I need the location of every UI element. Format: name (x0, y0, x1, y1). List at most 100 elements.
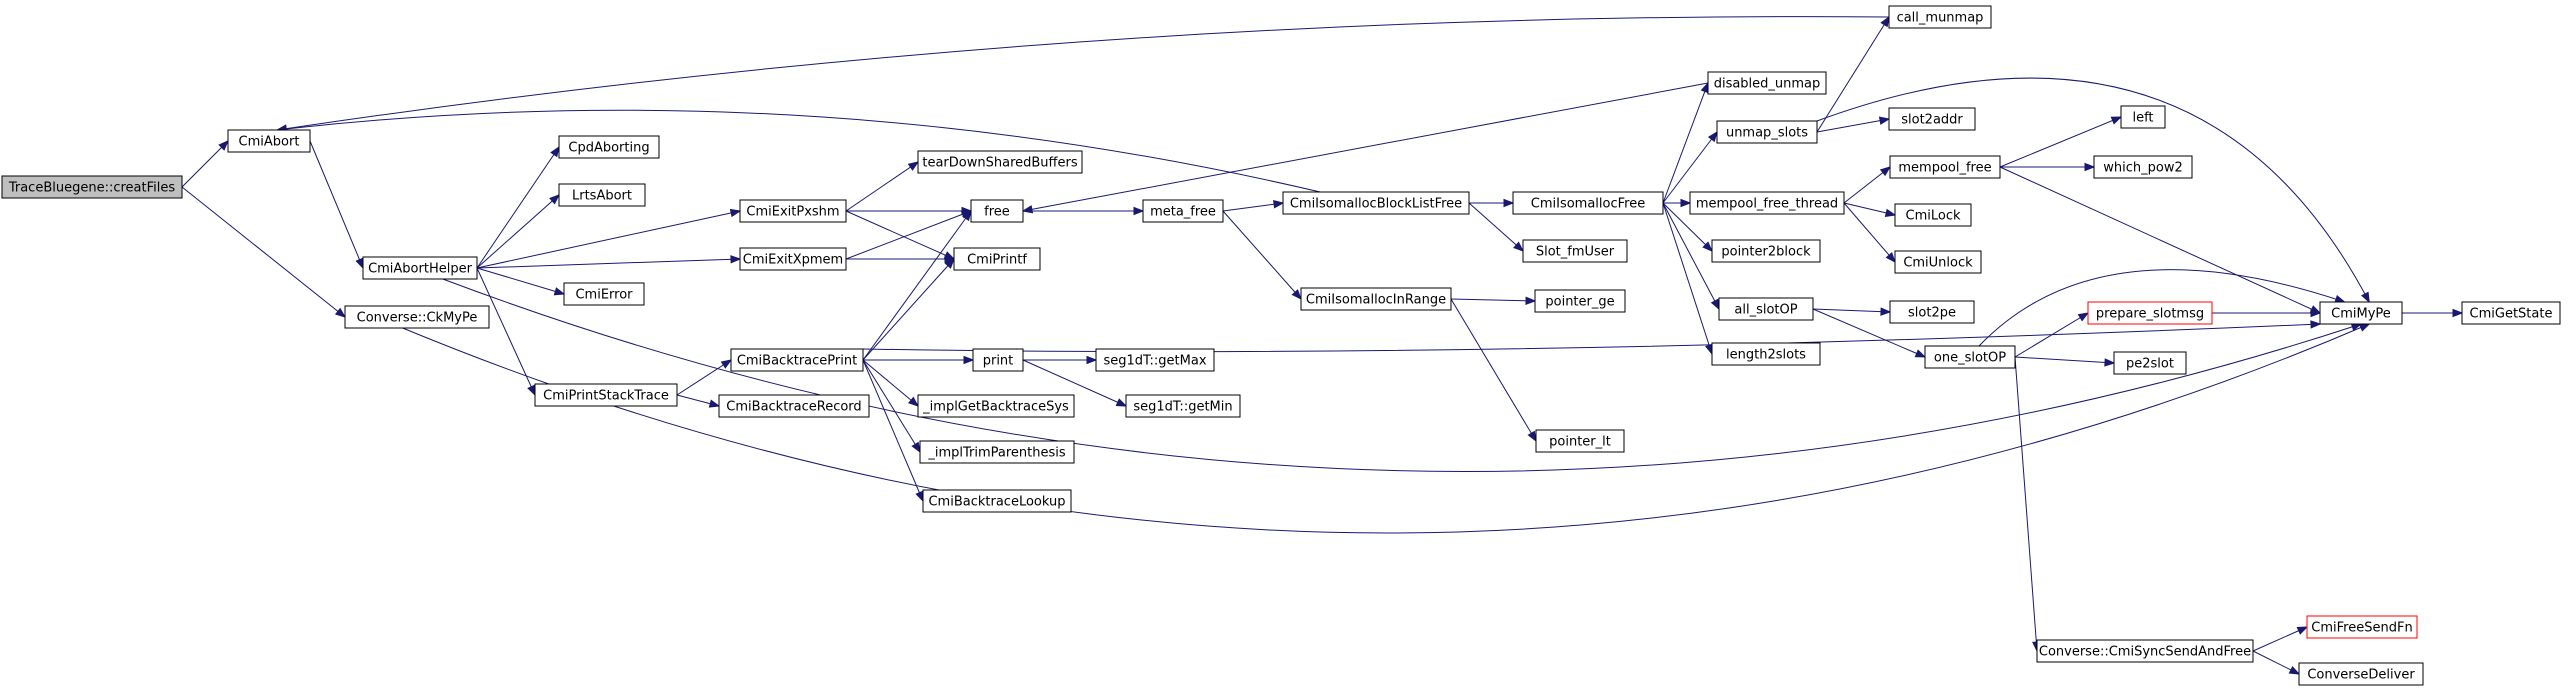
edge-line (862, 323, 2321, 353)
node-pointerlt[interactable]: pointer_lt (1535, 429, 1625, 453)
edge-arrowhead (2310, 320, 2322, 329)
node-callmunmap[interactable]: call_munmap (1888, 5, 1992, 29)
node-root[interactable]: TraceBluegene::creatFiles (1, 175, 183, 199)
node-label: Slot_fmUser (1536, 245, 1615, 260)
node-free[interactable]: free (970, 199, 1024, 223)
node-ckmype[interactable]: Converse::CkMyPe (344, 305, 490, 329)
edge-arrowhead (708, 399, 721, 408)
edge-arrowhead (2358, 323, 2371, 332)
node-box (558, 135, 660, 159)
node-pointer2block[interactable]: pointer2block (1711, 239, 1821, 263)
node-label: which_pow2 (2103, 161, 2182, 176)
call-edges (181, 15, 2464, 675)
node-cmigetstate[interactable]: CmiGetState (2461, 301, 2561, 325)
edge-line (1816, 118, 1890, 133)
node-unmapslots[interactable]: unmap_slots (1716, 120, 1818, 144)
edge-arrowhead (1707, 130, 1718, 143)
edge-arrowhead (911, 441, 921, 454)
edge-line (862, 258, 955, 361)
node-inrange[interactable]: CmiIsomallocInRange (1300, 287, 1452, 311)
node-pe2slot[interactable]: pe2slot (2113, 351, 2187, 375)
node-box (2093, 155, 2193, 179)
edge-cmimype-cmigetstate (2402, 308, 2464, 318)
node-isomallocfree[interactable]: CmiIsomallocFree (1512, 191, 1664, 215)
edge-arrowhead (2084, 162, 2096, 172)
node-cmiunlock[interactable]: CmiUnlock (1894, 250, 1982, 274)
node-label: CmiPrintStackTrace (543, 389, 669, 404)
node-cpdaborting[interactable]: CpdAborting (558, 135, 660, 159)
node-box (1689, 191, 1845, 215)
node-label: disabled_unmap (1714, 77, 1821, 92)
edge-free-metafree (1022, 206, 1145, 216)
node-metafree[interactable]: meta_free (1142, 199, 1224, 223)
node-label: unmap_slots (1726, 126, 1808, 141)
node-whichpow2[interactable]: which_pow2 (2093, 155, 2193, 179)
edge-arrowhead (1884, 208, 1897, 217)
node-cmiexitxpmem[interactable]: CmiExitXpmem (739, 247, 847, 271)
node-slotfmuser[interactable]: Slot_fmUser (1522, 239, 1628, 263)
node-cmierror[interactable]: CmiError (563, 282, 645, 306)
node-box (953, 247, 1041, 271)
node-left[interactable]: left (2120, 105, 2166, 129)
node-box (1282, 191, 1470, 215)
node-label: CmiMyPe (2331, 307, 2391, 322)
edge-cmiaborthelper-cmiexitxpmem (476, 255, 742, 269)
node-slot2pe[interactable]: slot2pe (1889, 300, 1975, 324)
node-box (1894, 203, 1972, 227)
node-cmilock[interactable]: CmiLock (1894, 203, 1972, 227)
node-cmibacktracerecord[interactable]: CmiBacktraceRecord (718, 394, 870, 418)
node-freesendfn[interactable]: CmiFreeSendFn (2306, 615, 2418, 639)
node-cmiabort[interactable]: CmiAbort (227, 129, 311, 153)
edge-line (862, 210, 972, 361)
node-blocklistfree[interactable]: CmiIsomallocBlockListFree (1282, 191, 1470, 215)
node-length2slots[interactable]: length2slots (1711, 342, 1821, 366)
node-slot2addr[interactable]: slot2addr (1888, 107, 1976, 131)
node-cmiprintf[interactable]: CmiPrintf (953, 247, 1041, 271)
node-box (2120, 105, 2166, 129)
edge-line (1999, 116, 2122, 168)
node-mempoolfree[interactable]: mempool_free (1889, 155, 2001, 179)
edge-arrowhead (1879, 166, 1892, 177)
node-label: CmiLock (1906, 209, 1961, 224)
node-syncsendandfree[interactable]: Converse::CmiSyncSendAndFree (2036, 639, 2254, 663)
node-teardown[interactable]: tearDownSharedBuffers (917, 150, 1083, 174)
node-implgetbacktracesys[interactable]: _implGetBacktraceSys (917, 394, 1075, 418)
edge-inrange-pointerge (1450, 296, 1537, 306)
node-cmiaborthelper[interactable]: CmiAbortHelper (362, 256, 478, 280)
edge-arrowhead (1503, 198, 1515, 208)
node-cmiexitpxshm[interactable]: CmiExitPxshm (739, 199, 847, 223)
edge-line (1662, 202, 1713, 355)
node-cmibacktraceprint[interactable]: CmiBacktracePrint (730, 348, 864, 372)
node-disabledunmap[interactable]: disabled_unmap (1707, 71, 1827, 95)
node-cmiprintstacktrace[interactable]: CmiPrintStackTrace (534, 383, 678, 407)
node-cmimype[interactable]: CmiMyPe (2319, 301, 2403, 325)
edge-callmunmap-cmiabort (275, 16, 1890, 133)
edge-arrowhead (944, 257, 955, 269)
node-box (1142, 199, 1224, 223)
node-conversedeliver[interactable]: ConverseDeliver (2298, 662, 2424, 686)
node-lrtsabort[interactable]: LrtsAbort (558, 183, 646, 207)
node-allslotop[interactable]: all_slotOP (1718, 297, 1814, 321)
edge-line (476, 210, 741, 269)
edge-arrowhead (1680, 198, 1692, 208)
edge-arrowhead (1133, 206, 1145, 216)
edge-isomallocfree-disabledunmap (1662, 81, 1709, 204)
node-impltrimparenthesis[interactable]: _implTrimParenthesis (919, 440, 1075, 464)
edge-cmiaborthelper-cmiprintstacktrace (476, 267, 536, 397)
edge-arrowhead (1525, 296, 1537, 306)
node-getmax[interactable]: seg1dT::getMax (1095, 348, 1215, 372)
node-label: CmiGetState (2470, 307, 2553, 322)
edge-blocklistfree-slotfmuser (1468, 202, 1525, 252)
node-prepareslotmsg[interactable]: prepare_slotmsg (2087, 301, 2213, 325)
node-box (730, 348, 864, 372)
node-box (362, 256, 478, 280)
node-box (227, 129, 311, 153)
node-oneslotop[interactable]: one_slotOP (1924, 345, 2016, 369)
edge-arrowhead (1878, 116, 1891, 125)
node-print[interactable]: print (972, 348, 1024, 372)
node-mempoolfreethread[interactable]: mempool_free_thread (1689, 191, 1845, 215)
node-cmibacktracelookup[interactable]: CmiBacktraceLookup (922, 489, 1072, 513)
node-pointerge[interactable]: pointer_ge (1534, 289, 1626, 313)
node-getmin[interactable]: seg1dT::getMin (1125, 394, 1241, 418)
edge-line (1999, 166, 2321, 314)
